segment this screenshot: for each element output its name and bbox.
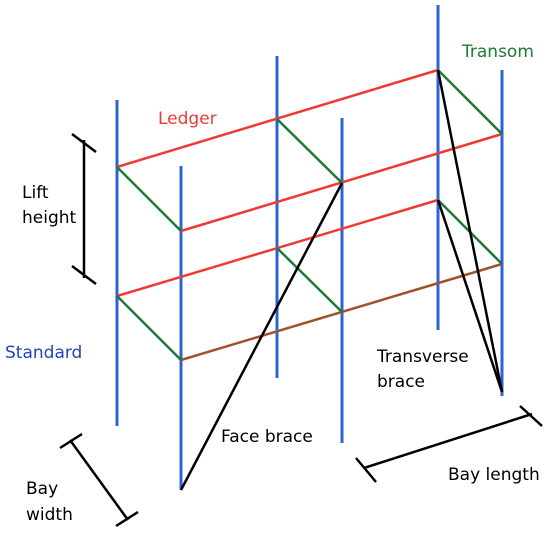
transom-mid-left [116, 295, 182, 361]
tick-mark-icon [59, 432, 83, 450]
transoms [116, 69, 503, 361]
face-brace-label: Face brace [221, 427, 313, 447]
lift-height-label: Lift height [22, 183, 77, 228]
transom-top-mid [276, 118, 343, 184]
transverse-brace-upper [436, 69, 504, 393]
transom-top-left [116, 166, 182, 232]
tick-mark-icon [519, 405, 543, 427]
standards [115, 5, 504, 490]
transverse-brace-lower [436, 199, 504, 393]
bay-length-dimension [363, 412, 533, 470]
bay-width-label: Bay width [26, 479, 73, 525]
standard-label: Standard [5, 343, 82, 363]
bay-length-label: Bay length [448, 465, 540, 485]
tick-mark-icon [71, 265, 97, 285]
transom-mid-mid [276, 247, 343, 313]
transverse-brace-label: Transverse brace [376, 347, 474, 392]
face-brace-line [179, 182, 344, 491]
tick-mark-icon [115, 510, 139, 528]
transom-label: Transom [461, 42, 534, 62]
dimensions [59, 133, 543, 528]
tick-mark-icon [71, 133, 97, 153]
braces [179, 69, 504, 491]
tick-mark-icon [355, 457, 377, 483]
ledger-label: Ledger [158, 109, 217, 129]
bay-width-dimension [68, 439, 130, 521]
transom-top-right [437, 69, 503, 135]
